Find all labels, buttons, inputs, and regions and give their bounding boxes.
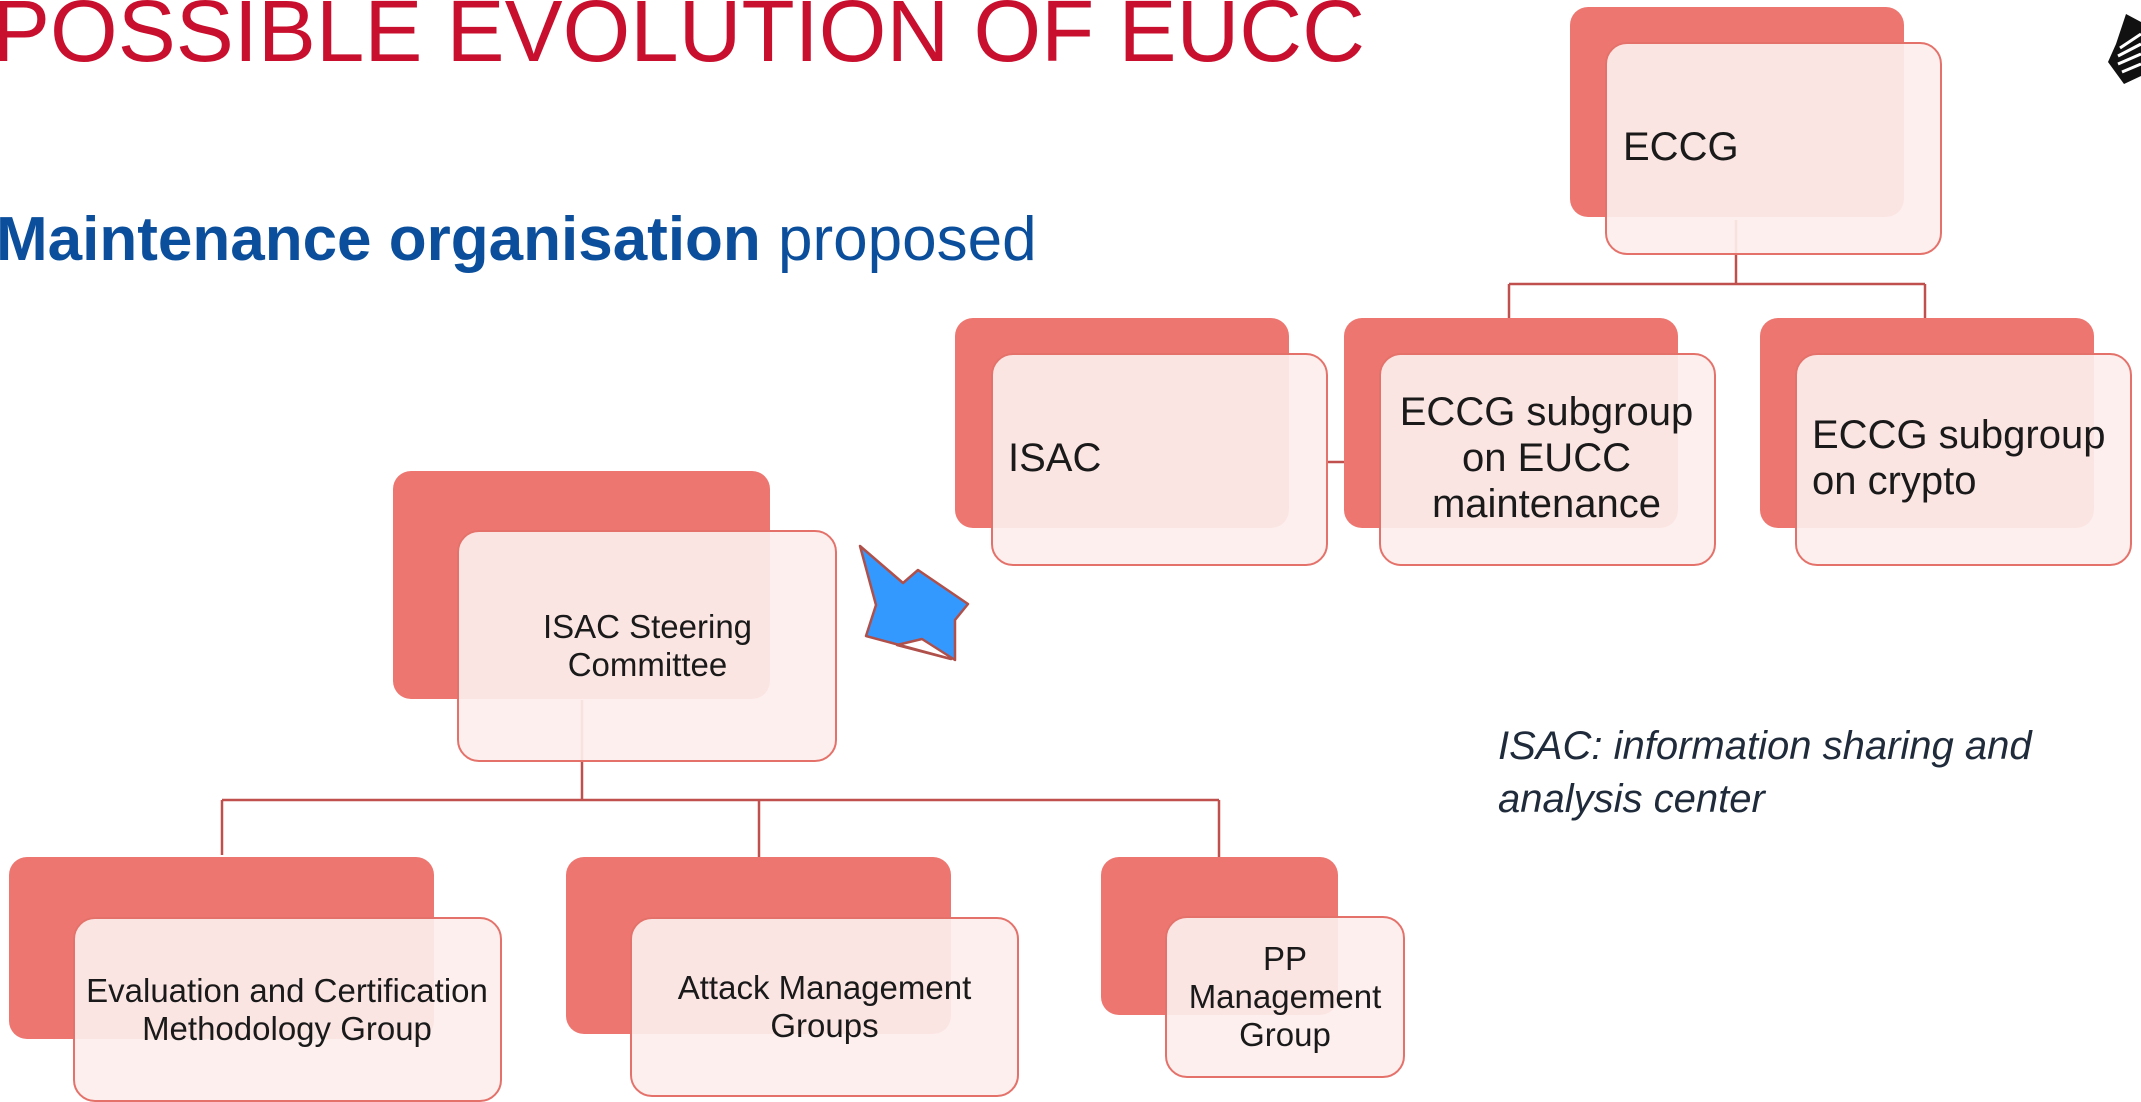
node-isac-front (991, 353, 1328, 566)
node-eval-cert-label: Evaluation and Certification Methodology… (86, 971, 488, 1047)
blue-pointer-arrow-icon (858, 544, 970, 662)
node-eccg-subgroup-crypto-label: ECCG subgroup on crypto (1812, 413, 2106, 503)
slide-title: POSSIBLE EVOLUTION OF EUCC (0, 0, 1365, 80)
slide-subtitle: Maintenance organisation proposed (0, 203, 1037, 277)
subtitle-bold: Maintenance organisation (0, 205, 761, 274)
node-attack-mgmt-label: Attack Management Groups (677, 969, 972, 1044)
node-attack-mgmt-front (630, 917, 1019, 1097)
corner-logo-icon (2108, 14, 2141, 84)
node-eccg-label: ECCG (1623, 125, 1739, 169)
node-eccg-subgroup-eucc-front (1379, 353, 1716, 566)
isac-definition-note: ISAC: information sharing and analysis c… (1498, 724, 2032, 821)
node-isac-steering-front (457, 530, 837, 762)
subtitle-rest: proposed (760, 205, 1037, 274)
node-eccg-subgroup-crypto-front (1795, 353, 2132, 566)
node-pp-mgmt-label: PP Management Group (1188, 940, 1382, 1053)
node-pp-mgmt-front (1165, 916, 1405, 1078)
node-eccg-front (1605, 42, 1942, 255)
node-eccg-subgroup-eucc-label: ECCG subgroup on EUCC maintenance (1399, 390, 1694, 526)
node-isac-label: ISAC (1008, 436, 1102, 480)
node-isac-steering-label: ISAC Steering Committee (542, 608, 753, 683)
